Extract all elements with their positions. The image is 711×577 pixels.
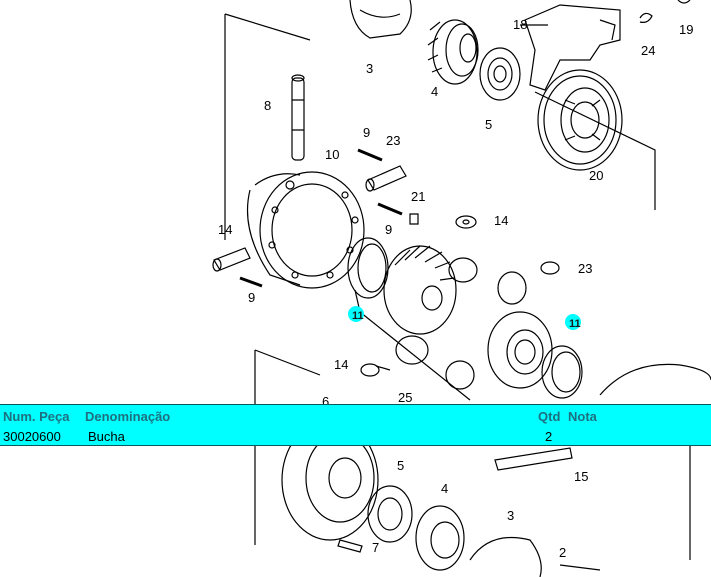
callout-25: 25 (398, 390, 412, 405)
callout-23: 23 (578, 261, 592, 276)
table-row[interactable]: 30020600 Bucha 2 (0, 429, 711, 447)
callout-2: 2 (559, 545, 566, 560)
callout-23: 23 (386, 133, 400, 148)
header-part-number: Num. Peça (3, 409, 70, 424)
cell-part-number: 30020600 (3, 429, 61, 444)
callout-4: 4 (441, 481, 448, 496)
callout-11[interactable]: 11 (352, 310, 364, 322)
callout-9: 9 (363, 125, 370, 140)
callout-7: 7 (372, 540, 379, 555)
parts-table-panel: Num. Peça Denominação Qtd Nota 30020600 … (0, 404, 711, 446)
callout-6: 6 (322, 394, 329, 409)
callout-3: 3 (507, 508, 514, 523)
callout-10: 10 (325, 147, 339, 162)
callout-21: 21 (411, 189, 425, 204)
header-description: Denominação (85, 409, 171, 424)
callout-14: 14 (334, 357, 348, 372)
cell-description: Bucha (88, 429, 125, 444)
callout-15: 15 (574, 469, 588, 484)
callout-8: 8 (264, 98, 271, 113)
callout-14: 14 (218, 222, 232, 237)
callout-20: 20 (589, 168, 603, 183)
cell-qty: 2 (545, 429, 553, 444)
callout-highlight-11-left[interactable] (348, 306, 364, 322)
header-qty: Qtd (538, 409, 561, 424)
callout-19: 19 (679, 22, 693, 37)
callout-24: 24 (641, 43, 655, 58)
callout-4: 4 (431, 84, 438, 99)
callout-9: 9 (248, 290, 255, 305)
callout-5: 5 (485, 117, 492, 132)
callout-11[interactable]: 11 (569, 318, 581, 330)
callout-18: 18 (513, 17, 527, 32)
callout-3: 3 (366, 61, 373, 76)
parts-table-header: Num. Peça Denominação Qtd Nota (0, 409, 711, 427)
callout-14: 14 (494, 213, 508, 228)
callout-highlight-11-right[interactable] (565, 314, 581, 330)
callout-9: 9 (385, 222, 392, 237)
header-note: Nota (568, 409, 597, 424)
callout-5: 5 (397, 458, 404, 473)
